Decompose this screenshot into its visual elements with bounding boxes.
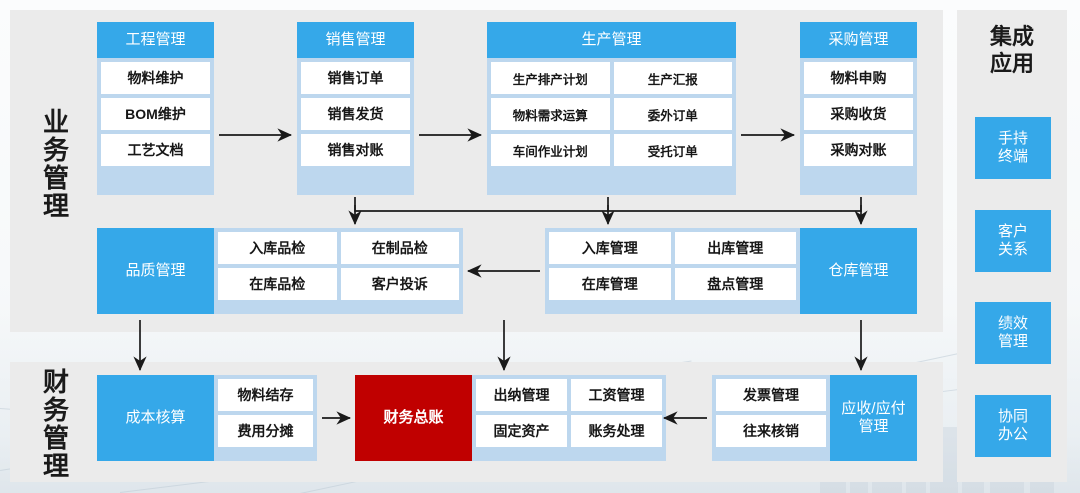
app-tile-performance-management-line1: 绩效 xyxy=(997,314,1028,332)
module-sales-body: 销售订单 销售发货 销售对账 xyxy=(297,58,414,170)
item-purchase-receipt[interactable]: 采购收货 xyxy=(804,98,913,130)
module-receivable-payable[interactable]: 发票管理 往来核销 应收/应付 管理 xyxy=(712,375,917,461)
module-engineering[interactable]: 工程管理 物料维护 BOM维护 工艺文档 xyxy=(97,22,214,195)
module-receivable-payable-header: 应收/应付 管理 xyxy=(830,375,917,461)
integrated-apps-heading: 集成 应用 xyxy=(957,24,1067,78)
module-row: 在库品检 客户投诉 xyxy=(218,268,459,300)
module-general-ledger-body: 出纳管理 工资管理 固定资产 账务处理 xyxy=(472,375,666,461)
module-production-header: 生产管理 xyxy=(487,22,736,58)
app-tile-performance-management-line2: 管理 xyxy=(997,333,1028,350)
app-tile-handheld-terminal-line1: 手持 xyxy=(997,129,1028,147)
module-row: BOM维护 xyxy=(101,98,210,130)
item-outbound-management[interactable]: 出库管理 xyxy=(674,232,796,264)
module-row: 生产排产计划 生产汇报 xyxy=(491,62,732,94)
item-material-maintenance[interactable]: 物料维护 xyxy=(101,62,210,94)
item-sales-shipment[interactable]: 销售发货 xyxy=(301,98,410,130)
module-sales[interactable]: 销售管理 销售订单 销售发货 销售对账 xyxy=(297,22,414,195)
module-row: 费用分摊 xyxy=(218,415,313,447)
module-quality-header: 品质管理 xyxy=(97,228,214,314)
module-receivable-payable-body: 发票管理 往来核销 xyxy=(712,375,830,461)
item-payroll-management[interactable]: 工资管理 xyxy=(571,379,662,411)
item-inbound-inspection[interactable]: 入库品检 xyxy=(218,232,337,264)
module-row: 固定资产 账务处理 xyxy=(476,415,662,447)
integrated-apps-heading-line1: 集成 xyxy=(989,24,1034,49)
item-invoice-management[interactable]: 发票管理 xyxy=(716,379,826,411)
item-outsourcing-order[interactable]: 委外订单 xyxy=(613,98,732,130)
item-stock-inspection[interactable]: 在库品检 xyxy=(218,268,337,300)
module-row: 入库品检 在制品检 xyxy=(218,232,459,264)
module-cost-accounting-body: 物料结存 费用分摊 xyxy=(214,375,317,461)
item-settlement-writeoff[interactable]: 往来核销 xyxy=(716,415,826,447)
module-general-ledger[interactable]: 财务总账 出纳管理 工资管理 固定资产 账务处理 xyxy=(355,375,666,461)
item-entrusted-order[interactable]: 受托订单 xyxy=(613,134,732,166)
module-purchasing[interactable]: 采购管理 物料申购 采购收货 采购对账 xyxy=(800,22,917,195)
module-quality-body: 入库品检 在制品检 在库品检 客户投诉 xyxy=(214,228,463,314)
module-production-body: 生产排产计划 生产汇报 物料需求运算 委外订单 车间作业计划 受托订单 xyxy=(487,58,736,170)
module-row: 物料需求运算 委外订单 xyxy=(491,98,732,130)
module-cost-accounting-header: 成本核算 xyxy=(97,375,214,461)
module-warehouse-body: 入库管理 出库管理 在库管理 盘点管理 xyxy=(545,228,800,314)
item-customer-complaint[interactable]: 客户投诉 xyxy=(340,268,459,300)
item-inbound-management[interactable]: 入库管理 xyxy=(549,232,671,264)
app-tile-performance-management[interactable]: 绩效 管理 xyxy=(975,302,1051,364)
item-bom-maintenance[interactable]: BOM维护 xyxy=(101,98,210,130)
app-tile-collaborative-office[interactable]: 协同 办公 xyxy=(975,395,1051,457)
item-material-balance[interactable]: 物料结存 xyxy=(218,379,313,411)
module-receivable-payable-header-line1: 应收/应付 xyxy=(841,400,906,417)
module-row: 入库管理 出库管理 xyxy=(549,232,796,264)
item-fixed-assets[interactable]: 固定资产 xyxy=(476,415,567,447)
module-row: 销售订单 xyxy=(301,62,410,94)
module-row: 销售发货 xyxy=(301,98,410,130)
module-quality[interactable]: 品质管理 入库品检 在制品检 在库品检 客户投诉 xyxy=(97,228,463,314)
item-production-report[interactable]: 生产汇报 xyxy=(613,62,732,94)
item-process-document[interactable]: 工艺文档 xyxy=(101,134,210,166)
module-row: 物料申购 xyxy=(804,62,913,94)
module-engineering-body: 物料维护 BOM维护 工艺文档 xyxy=(97,58,214,170)
item-sales-reconciliation[interactable]: 销售对账 xyxy=(301,134,410,166)
module-sales-header: 销售管理 xyxy=(297,22,414,58)
item-material-requisition[interactable]: 物料申购 xyxy=(804,62,913,94)
module-row: 发票管理 xyxy=(716,379,826,411)
finance-section-title: 财务管理 xyxy=(42,367,69,482)
module-purchasing-header: 采购管理 xyxy=(800,22,917,58)
item-stocktaking-management[interactable]: 盘点管理 xyxy=(674,268,796,300)
module-row: 物料结存 xyxy=(218,379,313,411)
item-stock-management[interactable]: 在库管理 xyxy=(549,268,671,300)
module-row: 车间作业计划 受托订单 xyxy=(491,134,732,166)
app-tile-collaborative-office-line2: 办公 xyxy=(997,426,1028,443)
item-expense-allocation[interactable]: 费用分摊 xyxy=(218,415,313,447)
item-wip-inspection[interactable]: 在制品检 xyxy=(340,232,459,264)
item-accounting-processing[interactable]: 账务处理 xyxy=(571,415,662,447)
module-row: 物料维护 xyxy=(101,62,210,94)
module-row: 采购收货 xyxy=(804,98,913,130)
module-warehouse[interactable]: 入库管理 出库管理 在库管理 盘点管理 仓库管理 xyxy=(545,228,917,314)
module-purchasing-body: 物料申购 采购收货 采购对账 xyxy=(800,58,917,170)
app-tile-customer-relations[interactable]: 客户 关系 xyxy=(975,210,1051,272)
module-row: 采购对账 xyxy=(804,134,913,166)
module-row: 在库管理 盘点管理 xyxy=(549,268,796,300)
item-sales-order[interactable]: 销售订单 xyxy=(301,62,410,94)
module-row: 工艺文档 xyxy=(101,134,210,166)
module-row: 销售对账 xyxy=(301,134,410,166)
item-material-requirement-calc[interactable]: 物料需求运算 xyxy=(491,98,610,130)
module-warehouse-header: 仓库管理 xyxy=(800,228,917,314)
business-section-title: 业务管理 xyxy=(42,107,69,222)
app-tile-handheld-terminal[interactable]: 手持 终端 xyxy=(975,117,1051,179)
module-general-ledger-header: 财务总账 xyxy=(355,375,472,461)
item-purchase-reconciliation[interactable]: 采购对账 xyxy=(804,134,913,166)
item-workshop-job-plan[interactable]: 车间作业计划 xyxy=(491,134,610,166)
module-cost-accounting[interactable]: 成本核算 物料结存 费用分摊 xyxy=(97,375,317,461)
app-tile-handheld-terminal-line2: 终端 xyxy=(997,148,1028,165)
app-tile-customer-relations-line1: 客户 xyxy=(997,222,1028,240)
module-production[interactable]: 生产管理 生产排产计划 生产汇报 物料需求运算 委外订单 车间作业计划 受托订单 xyxy=(487,22,736,195)
integrated-apps-heading-line2: 应用 xyxy=(989,50,1034,76)
module-engineering-header: 工程管理 xyxy=(97,22,214,58)
item-production-schedule-plan[interactable]: 生产排产计划 xyxy=(491,62,610,94)
module-receivable-payable-header-line2: 管理 xyxy=(858,418,889,435)
module-row: 往来核销 xyxy=(716,415,826,447)
app-tile-collaborative-office-line1: 协同 xyxy=(997,407,1028,425)
item-cashier-management[interactable]: 出纳管理 xyxy=(476,379,567,411)
module-row: 出纳管理 工资管理 xyxy=(476,379,662,411)
app-tile-customer-relations-line2: 关系 xyxy=(997,241,1028,258)
